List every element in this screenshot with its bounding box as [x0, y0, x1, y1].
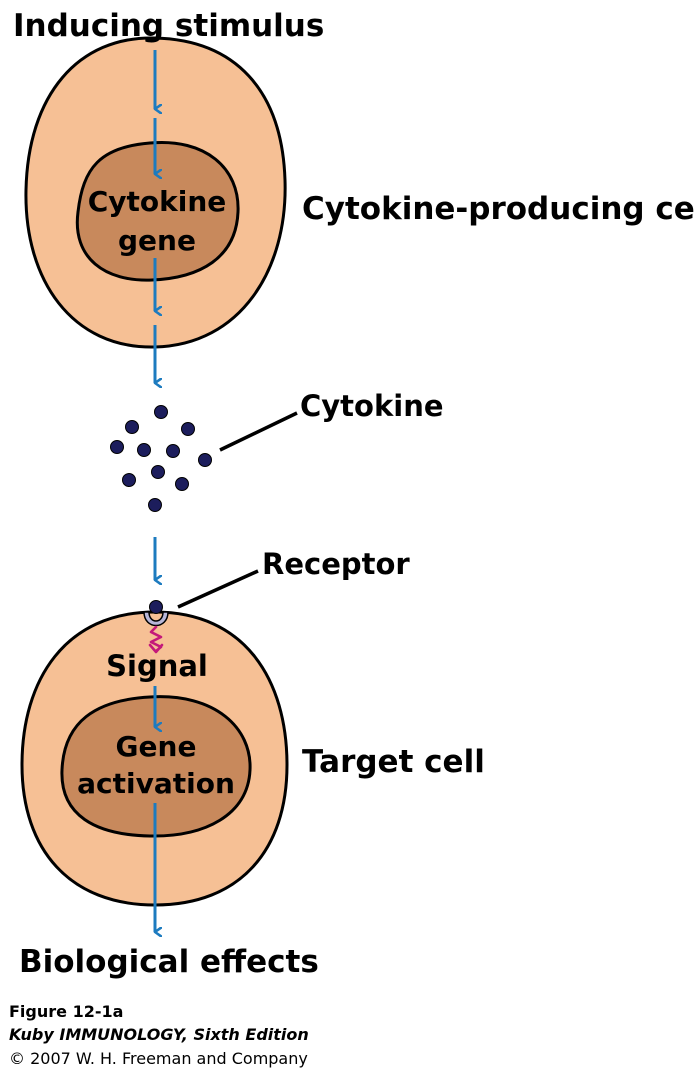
cytokine-leader-line: [219, 411, 298, 452]
cytokine-dot: [198, 453, 212, 467]
cytokine-dot: [110, 440, 124, 454]
signal-arrow: [148, 625, 164, 654]
bound-cytokine-dot: [149, 600, 163, 614]
receptor-label: Receptor: [262, 547, 410, 581]
cytokine-dot: [175, 477, 189, 491]
copyright-notice: © 2007 W. H. Freeman and Company: [9, 1049, 308, 1068]
signal-label: Signal: [106, 649, 208, 683]
cytokine-dot: [181, 422, 195, 436]
target-cell-label: Target cell: [302, 744, 485, 780]
cytokine-dot: [125, 420, 139, 434]
figure-number: Figure 12-1a: [9, 1002, 123, 1021]
receptor-leader-line: [177, 569, 259, 609]
cytokine-molecules: [110, 405, 212, 512]
cytokine-producing-cell-label: Cytokine-producing cell: [302, 191, 697, 227]
book-title: Kuby IMMUNOLOGY, Sixth Edition: [9, 1025, 309, 1044]
receptor-icon: [143, 611, 169, 627]
cytokine-dot: [166, 444, 180, 458]
gene-activation-label-line1: Gene: [116, 730, 197, 763]
cytokine-label: Cytokine: [300, 389, 444, 423]
cytokine-dot: [148, 498, 162, 512]
cytokine-gene-nucleus: [75, 140, 240, 282]
cytokine-dot: [154, 405, 168, 419]
cytokine-dot: [137, 443, 151, 457]
cytokine-gene-label-line1: Cytokine: [88, 185, 227, 218]
gene-activation-label-line2: activation: [77, 767, 235, 800]
cytokine-dot: [151, 465, 165, 479]
gene-activation-nucleus: [60, 695, 252, 838]
biological-effects-label: Biological effects: [19, 944, 319, 980]
cytokine-dot: [122, 473, 136, 487]
cytokine-gene-label-line2: gene: [118, 224, 196, 257]
inducing-stimulus-label: Inducing stimulus: [13, 8, 324, 44]
